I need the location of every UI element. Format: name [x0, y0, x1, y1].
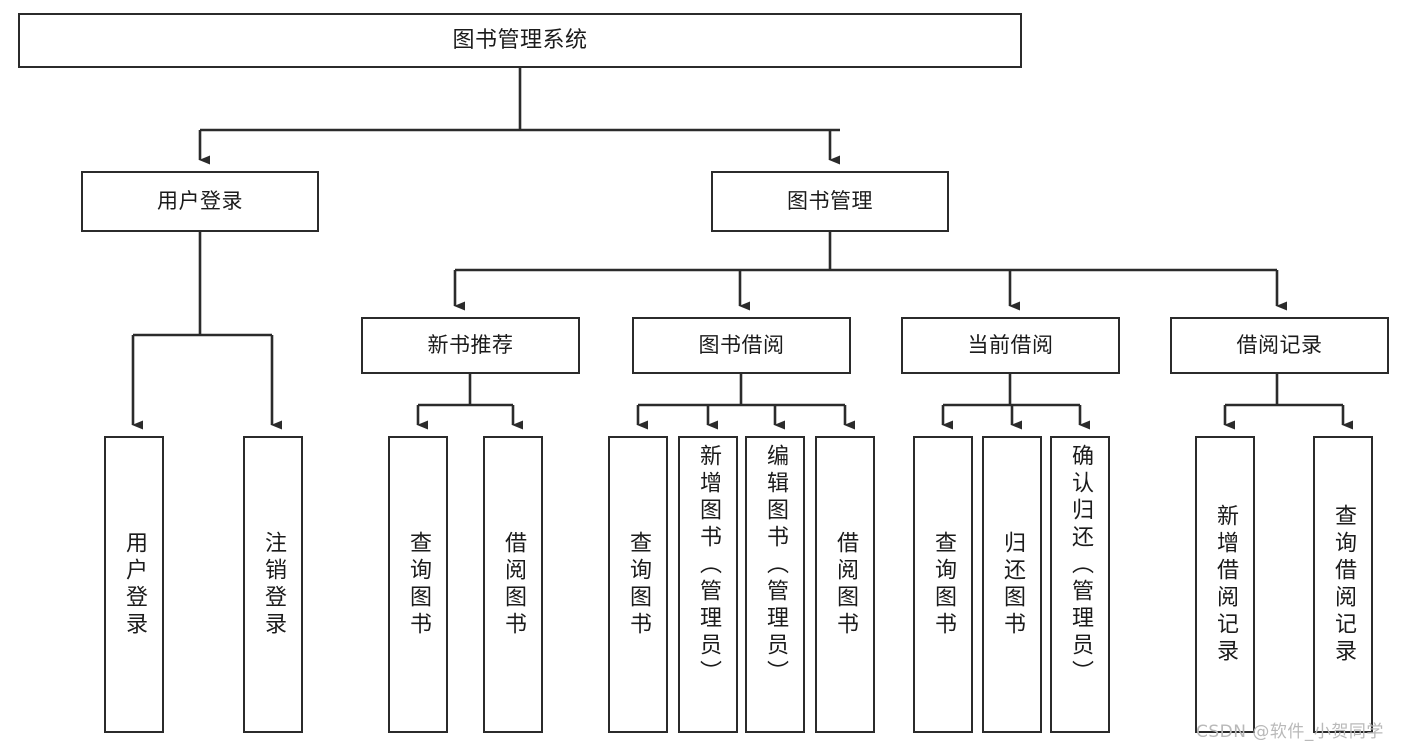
node-leaf-edit-book[interactable]: 编辑图书（管理员）	[745, 436, 805, 733]
node-borrow-record[interactable]: 借阅记录	[1170, 317, 1389, 374]
node-leaf-user-login-label: 用户登录	[122, 530, 147, 639]
node-leaf-logout-label: 注销登录	[261, 530, 286, 639]
node-leaf-query-book-3[interactable]: 查询图书	[913, 436, 973, 733]
node-leaf-add-record[interactable]: 新增借阅记录	[1195, 436, 1255, 733]
node-leaf-borrow-book-1[interactable]: 借阅图书	[483, 436, 543, 733]
node-leaf-query-record[interactable]: 查询借阅记录	[1313, 436, 1373, 733]
node-new-book-recommend-label: 新书推荐	[427, 333, 514, 358]
node-leaf-borrow-book-2-label: 借阅图书	[833, 530, 858, 639]
watermark: CSDN @软件_小贺同学	[1196, 722, 1384, 742]
node-book-manage[interactable]: 图书管理	[711, 171, 949, 232]
node-root[interactable]: 图书管理系统	[18, 13, 1022, 68]
node-leaf-user-login[interactable]: 用户登录	[104, 436, 164, 733]
node-current-borrow-label: 当前借阅	[967, 333, 1054, 358]
node-leaf-confirm-return[interactable]: 确认归还（管理员）	[1050, 436, 1110, 733]
node-current-borrow[interactable]: 当前借阅	[901, 317, 1120, 374]
node-leaf-query-book-2[interactable]: 查询图书	[608, 436, 668, 733]
node-book-borrow-label: 图书借阅	[698, 333, 785, 358]
node-leaf-edit-book-label: 编辑图书（管理员）	[763, 444, 788, 687]
node-leaf-add-book[interactable]: 新增图书（管理员）	[678, 436, 738, 733]
node-leaf-query-book-1-label: 查询图书	[406, 530, 431, 639]
node-borrow-record-label: 借阅记录	[1236, 333, 1323, 358]
node-leaf-query-book-2-label: 查询图书	[626, 530, 651, 639]
node-leaf-confirm-return-label: 确认归还（管理员）	[1068, 444, 1093, 687]
node-user-login[interactable]: 用户登录	[81, 171, 319, 232]
node-leaf-add-book-label: 新增图书（管理员）	[696, 444, 721, 687]
node-book-manage-label: 图书管理	[787, 189, 873, 214]
node-user-login-label: 用户登录	[157, 189, 243, 214]
node-book-borrow[interactable]: 图书借阅	[632, 317, 851, 374]
node-leaf-borrow-book-2[interactable]: 借阅图书	[815, 436, 875, 733]
node-root-label: 图书管理系统	[452, 27, 588, 53]
node-leaf-add-record-label: 新增借阅记录	[1213, 503, 1238, 666]
node-new-book-recommend[interactable]: 新书推荐	[361, 317, 580, 374]
node-leaf-query-book-3-label: 查询图书	[931, 530, 956, 639]
node-leaf-borrow-book-1-label: 借阅图书	[501, 530, 526, 639]
node-leaf-return-book[interactable]: 归还图书	[982, 436, 1042, 733]
node-leaf-logout[interactable]: 注销登录	[243, 436, 303, 733]
node-leaf-query-book-1[interactable]: 查询图书	[388, 436, 448, 733]
node-leaf-return-book-label: 归还图书	[1000, 530, 1025, 639]
node-leaf-query-record-label: 查询借阅记录	[1331, 503, 1356, 666]
